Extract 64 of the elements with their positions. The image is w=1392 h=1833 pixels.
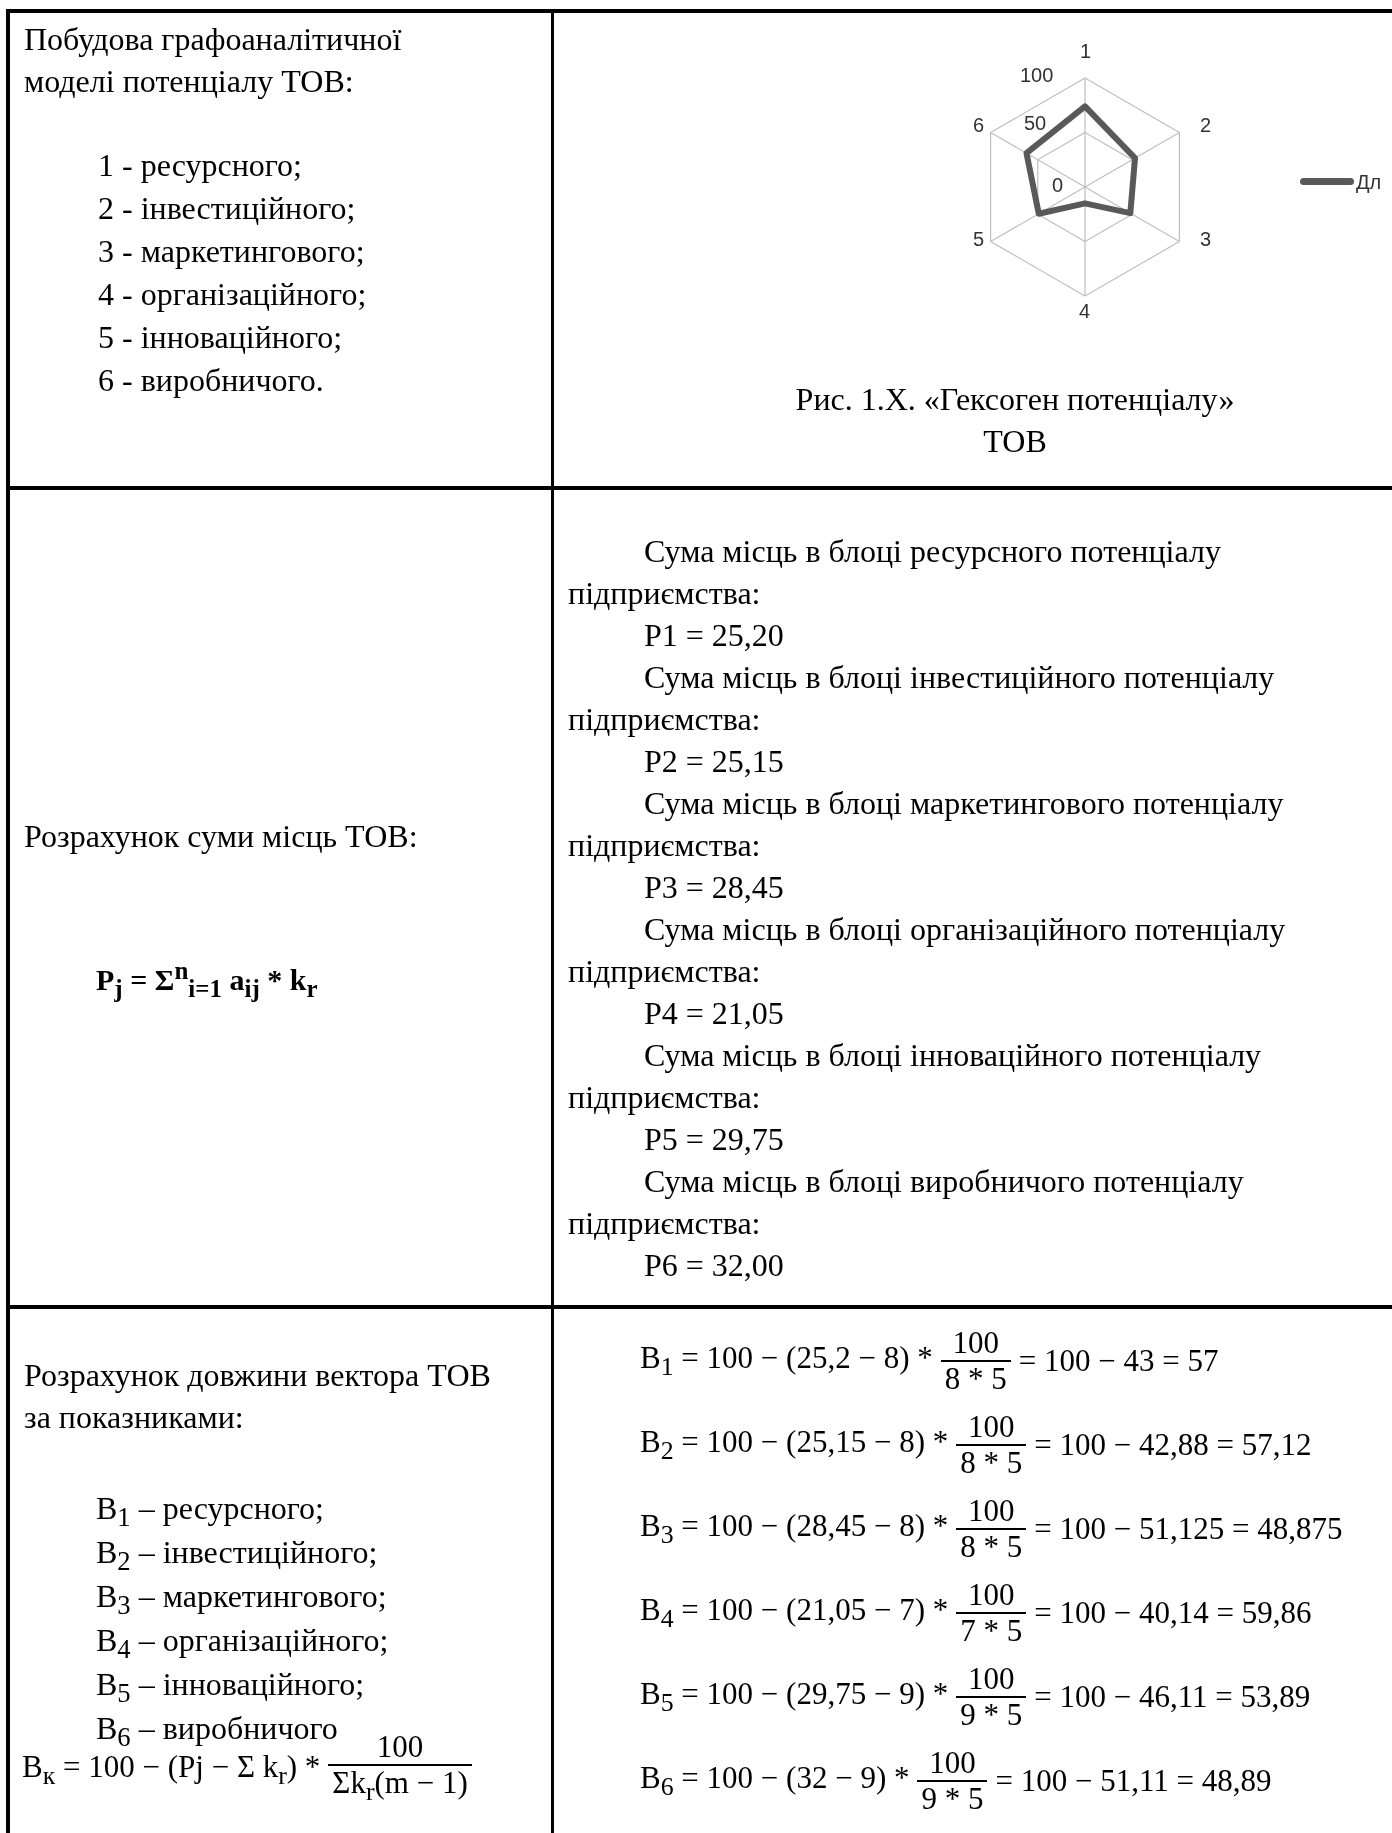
formula: P$_{j}$ = Σ$^{n}$$_{i=1}$ a$_{ij}$ * k$_{r}$ — [96, 956, 318, 1004]
figure-caption: Рис. 1.Х. «Гексоген потенціалу» ТОВ — [794, 380, 1236, 461]
axis-label: 1 — [1080, 40, 1092, 62]
fraction-denominator: 7 * 5 — [956, 1612, 1027, 1648]
list-item: 2 - інвестиційного; — [98, 189, 356, 228]
cell-heading: Побудова графоаналітичної моделі потенціалу ТОВ: — [24, 20, 403, 101]
fraction-denominator: 8 * 5 — [956, 1444, 1027, 1480]
list-item: 5 - інноваційного; — [98, 318, 343, 357]
fraction-denominator: 9 * 5 — [956, 1696, 1027, 1732]
formula: B$_{5}$ = 100 − (29,75 − 9) * — [640, 1675, 949, 1719]
formula: = 100 − 46,11 = 53,89 — [1034, 1679, 1311, 1715]
formula: B$_{4}$ = 100 − (21,05 − 7) * — [640, 1591, 949, 1635]
fraction-denominator: Σk$_{r}$(m − 1) — [328, 1764, 472, 1810]
paragraph: Сума місць в блоці маркетингового потенціалу підприємства: — [568, 784, 1285, 865]
paragraph: Сума місць в блоці інвестиційного потенціалу підприємства: — [568, 658, 1276, 739]
tick-label: 50 — [1024, 112, 1047, 134]
cell-heading: Розрахунок довжини вектора ТОВ за показниками: — [24, 1356, 492, 1437]
fraction-numerator: 100 — [967, 1578, 1015, 1612]
paragraph: Сума місць в блоці ресурсного потенціалу підприємства: — [568, 532, 1222, 613]
axis-label: 5 — [973, 228, 985, 250]
formula: B$_{2}$ = 100 − (25,15 − 8) * — [640, 1423, 949, 1467]
fraction-denominator: 9 * 5 — [917, 1780, 988, 1816]
fraction-numerator: 100 — [967, 1494, 1015, 1528]
fraction-numerator: 100 — [376, 1730, 424, 1764]
paragraph: Сума місць в блоці інноваційного потенціалу підприємства: — [568, 1036, 1263, 1117]
axis-label: 2 — [1200, 114, 1212, 136]
formula: P6 = 32,00 — [643, 1246, 785, 1285]
axis-label: 3 — [1200, 228, 1212, 250]
fraction-numerator: 100 — [967, 1662, 1015, 1696]
cell-heading: Розрахунок суми місць ТОВ: — [24, 817, 419, 856]
formula: = 100 − 43 = 57 — [1018, 1343, 1219, 1379]
formula: = 100 − 51,11 = 48,89 — [995, 1763, 1272, 1799]
list-item: 3 - маркетингового; — [98, 232, 365, 271]
fraction-numerator: 100 — [952, 1326, 999, 1360]
fraction-denominator: 8 * 5 — [940, 1360, 1011, 1396]
paragraph: Сума місць в блоці виробничого потенціалу підприємства: — [568, 1162, 1245, 1243]
list-item: B$_{3}$ – маркетингового; — [96, 1577, 387, 1623]
paragraph: Сума місць в блоці організаційного потенціалу підприємства: — [568, 910, 1287, 991]
formula: P5 = 29,75 — [643, 1120, 785, 1159]
list-item: B$_{2}$ – інвестиційного; — [96, 1533, 378, 1579]
formula: B$_{1}$ = 100 − (25,2 − 8) * — [640, 1339, 933, 1383]
list-item: B$_{5}$ – інноваційного; — [96, 1665, 365, 1711]
tick-label: 100 — [1020, 64, 1054, 86]
fraction-denominator: 8 * 5 — [956, 1528, 1027, 1564]
list-item: 6 - виробничого. — [98, 361, 324, 400]
formula: = 100 − 40,14 = 59,86 — [1034, 1595, 1312, 1631]
formula: B$_{6}$ = 100 − (32 − 9) * — [640, 1759, 910, 1803]
fraction-numerator: 100 — [967, 1410, 1015, 1444]
fraction-numerator: 100 — [929, 1746, 976, 1780]
legend-label: Дл — [1356, 171, 1382, 193]
axis-label: 4 — [1079, 300, 1091, 322]
tick-label: 0 — [1052, 174, 1064, 196]
formula: P2 = 25,15 — [643, 742, 785, 781]
formula: = 100 − 51,125 = 48,875 — [1034, 1511, 1343, 1547]
list-item: B$_{4}$ – організаційного; — [96, 1621, 389, 1667]
axis-label: 6 — [973, 114, 985, 136]
list-item: B$_{1}$ – ресурсного; — [96, 1489, 324, 1535]
list-item: 4 - організаційного; — [98, 275, 367, 314]
formula: B$_{3}$ = 100 − (28,45 − 8) * — [640, 1507, 949, 1551]
list-item: 1 - ресурсного; — [98, 146, 302, 185]
formula: = 100 − 42,88 = 57,12 — [1034, 1427, 1312, 1463]
formula: P3 = 28,45 — [643, 868, 785, 907]
formula: P1 = 25,20 — [643, 616, 785, 655]
formula: P4 = 21,05 — [643, 994, 785, 1033]
